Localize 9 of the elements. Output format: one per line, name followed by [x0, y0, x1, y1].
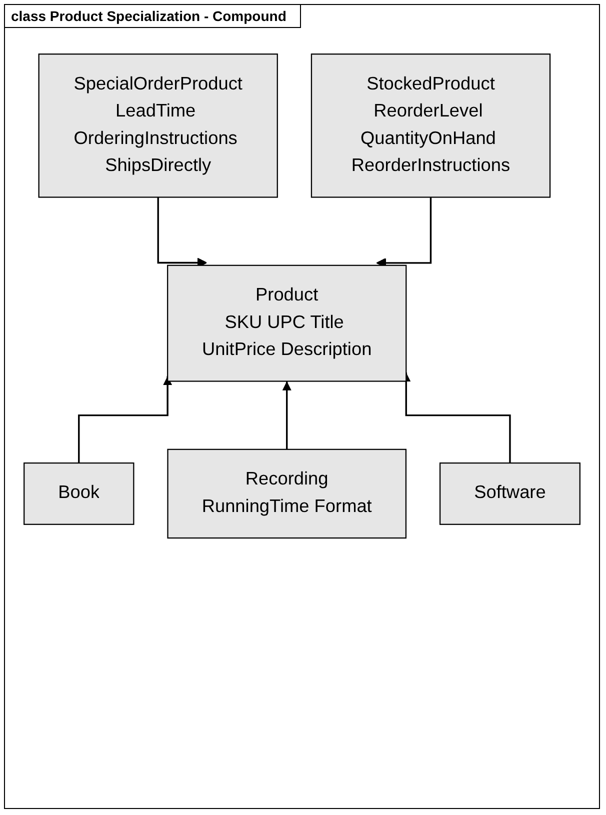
arrow: [282, 381, 292, 450]
arrow: [78, 376, 172, 464]
node-box: Recording RunningTime Format: [167, 448, 407, 539]
node-box: StockedProduct ReorderLevel QuantityOnHand ReorderInstructions: [310, 54, 551, 198]
node-box: Book: [24, 462, 134, 525]
frame-title: class Product Specialization - Compound: [5, 5, 302, 28]
node-box: Software: [439, 462, 580, 525]
node-box: Product SKU UPC Title UnitPrice Description: [167, 264, 407, 382]
node-box: SpecialOrderProduct LeadTime OrderingInstructions ShipsDirectly: [38, 54, 278, 198]
